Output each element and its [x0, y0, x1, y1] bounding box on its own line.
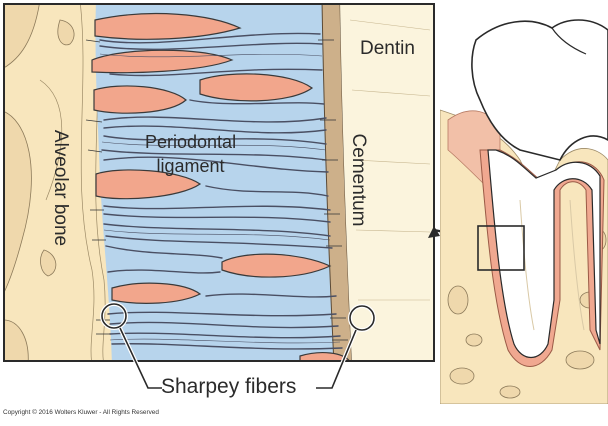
- tooth-illustration: [440, 19, 608, 404]
- blood-vessel: [95, 169, 202, 200]
- crown-groove: [551, 27, 587, 55]
- label-dentin: Dentin: [360, 38, 415, 59]
- blood-vessel: [221, 253, 332, 278]
- blood-vessel: [199, 73, 314, 102]
- marrow-space: [4, 319, 29, 361]
- marrow-space: [57, 19, 75, 46]
- label-periodontal-line2: ligament: [156, 156, 225, 176]
- blood-vessel: [94, 12, 242, 40]
- marrow-space: [40, 249, 57, 277]
- blood-vessel: [111, 282, 202, 304]
- blood-vessel: [299, 352, 350, 361]
- cementum-fiber-insertions: [318, 39, 348, 341]
- label-sharpey-fibers: Sharpey fibers: [161, 375, 297, 398]
- label-periodontal-line1: Periodontal: [145, 132, 237, 152]
- label-periodontal-ligament: Periodontal ligament: [145, 130, 236, 178]
- tooth-root: [487, 149, 601, 359]
- sharpey-leader-left: [119, 327, 162, 389]
- copyright-notice: Copyright © 2016 Wolters Kluwer - All Ri…: [3, 409, 159, 416]
- tooth-crown: [471, 19, 608, 161]
- fine-fibers: [99, 53, 341, 344]
- sharpey-leader-right: [316, 329, 357, 389]
- bone-fiber-insertions: [85, 39, 110, 335]
- label-alveolar-bone: Alveolar bone: [50, 129, 71, 247]
- marrow-space: [4, 111, 32, 294]
- magnification-box: [477, 225, 525, 271]
- collagen-fibers: [99, 32, 343, 350]
- dentinal-tubules: [349, 19, 431, 301]
- sharpey-callout-circle-right-outline: [349, 305, 375, 331]
- root-canal: [519, 199, 585, 331]
- label-cementum: Cementum: [348, 133, 369, 227]
- blood-vessel: [93, 85, 187, 114]
- panel-border: [3, 3, 435, 362]
- sharpey-callout-circle-left-outline: [101, 303, 127, 329]
- dentin-region: [340, 4, 434, 361]
- marrow-space: [4, 4, 40, 69]
- magnified-panel: [4, 4, 434, 361]
- connector-tip: [428, 226, 440, 238]
